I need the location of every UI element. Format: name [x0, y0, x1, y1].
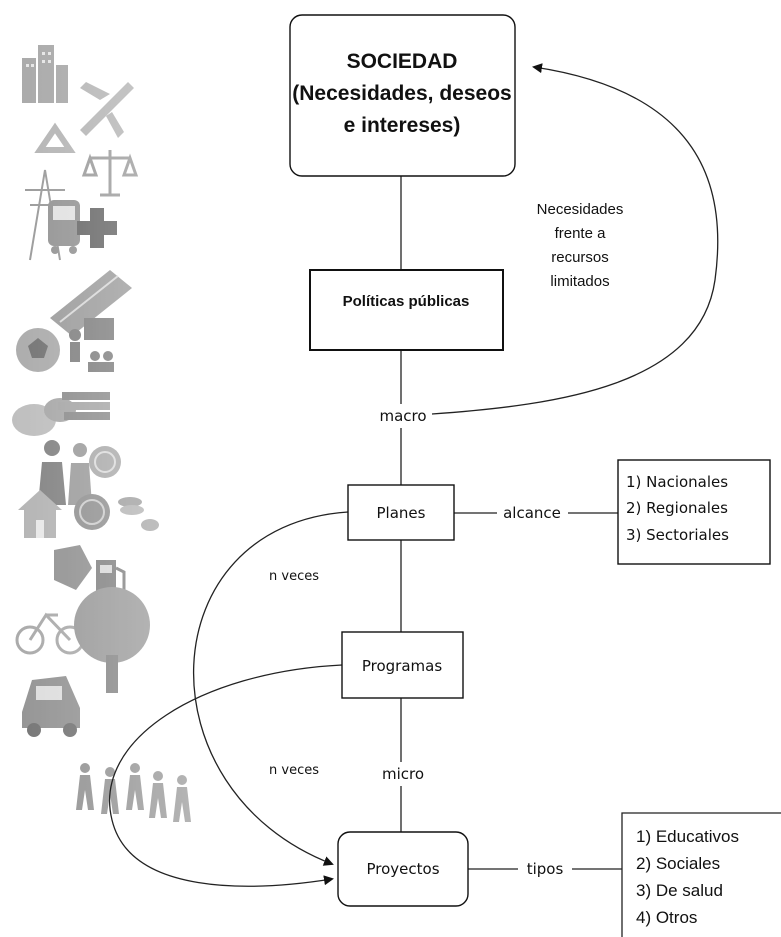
politicas-box	[309, 269, 504, 351]
n-veces-label-1: n veces	[269, 569, 319, 584]
alcance-label: alcance	[503, 504, 561, 522]
programas-label: Programas	[362, 657, 442, 675]
feedback-label-4: limitados	[550, 273, 609, 290]
sociedad-box	[289, 14, 516, 177]
planes-to-proyectos-arrow	[193, 511, 349, 866]
planes-box	[347, 484, 455, 541]
politicas-label: Políticas públicas	[343, 293, 470, 310]
alcance-list-box	[617, 459, 771, 565]
planes-label: Planes	[377, 504, 426, 522]
macro-label: macro	[379, 407, 426, 425]
tipos-item-4: 4) Otros	[636, 908, 697, 927]
alcance-item-2: 2) Regionales	[626, 499, 728, 517]
tipos-item-3: 3) De salud	[636, 881, 723, 900]
alcance-item-3: 3) Sectoriales	[626, 526, 729, 544]
sociedad-subtitle-2: e intereses)	[344, 114, 461, 137]
sociedad-title: SOCIEDAD	[347, 50, 458, 73]
alcance-item-1: 1) Nacionales	[626, 473, 728, 491]
tipos-list-frame	[621, 812, 781, 937]
feedback-label-3: recursos	[551, 249, 609, 266]
feedback-arrow	[431, 63, 719, 415]
proyectos-box	[337, 831, 469, 907]
programas-to-proyectos-arrow	[109, 664, 343, 887]
feedback-label-1: Necesidades	[537, 201, 624, 218]
tipos-item-1: 1) Educativos	[636, 827, 739, 846]
programas-box	[341, 631, 464, 699]
tipos-label: tipos	[527, 860, 564, 878]
feedback-label-2: frente a	[555, 225, 607, 242]
decorative-icon-collage	[0, 40, 200, 840]
proyectos-label: Proyectos	[366, 860, 439, 878]
n-veces-label-2: n veces	[269, 763, 319, 778]
sociedad-subtitle-1: (Necesidades, deseos	[292, 82, 511, 105]
tipos-item-2: 2) Sociales	[636, 854, 720, 873]
micro-label: micro	[382, 765, 424, 783]
